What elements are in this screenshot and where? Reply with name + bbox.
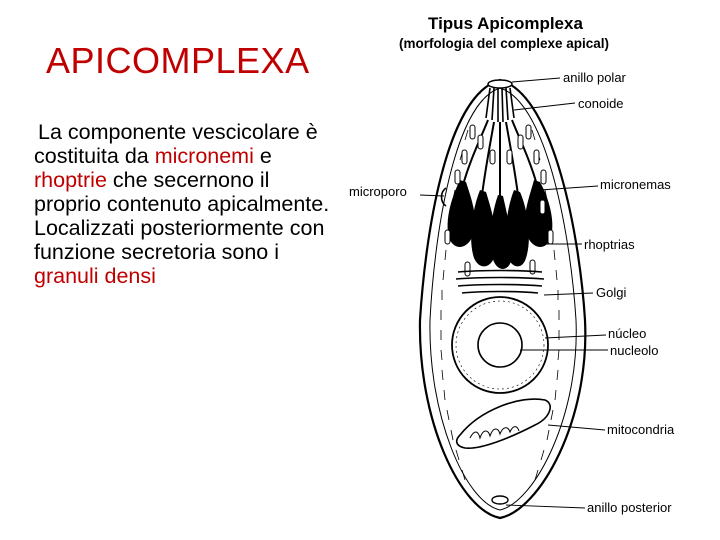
- mitochondrion: [455, 398, 551, 449]
- label-rhoptrias: rhoptrias: [584, 237, 635, 252]
- polar-ring: [487, 79, 513, 89]
- label-nucleo: núcleo: [608, 326, 647, 341]
- label-microporo: microporo: [349, 184, 407, 199]
- nucleus-inner: [455, 300, 545, 390]
- label-micronemas: micronemas: [600, 177, 671, 192]
- conoid: [485, 87, 515, 123]
- label-golgi: Golgi: [596, 285, 627, 300]
- rhoptries: [447, 180, 553, 269]
- label-conoide: conoide: [578, 96, 624, 111]
- golgi: [455, 269, 545, 294]
- nucleus: [451, 296, 549, 394]
- label-anillo-posterior: anillo posterior: [587, 500, 672, 515]
- inner-membrane: [429, 87, 577, 511]
- body-paragraph: La componente vescicolare è costituita d…: [34, 120, 334, 288]
- slide-title: APICOMPLEXA: [46, 40, 310, 81]
- text-run: La componente vescicolare è costituita d…: [34, 120, 318, 168]
- label-mitocondria: mitocondria: [607, 422, 675, 437]
- cell-membrane: [418, 78, 587, 520]
- text-run: e: [253, 144, 272, 168]
- label-nucleolo: nucleolo: [610, 343, 659, 358]
- highlight-granuli-densi: granuli densi: [34, 264, 156, 288]
- micronemes: [444, 124, 554, 277]
- highlight-micronemi: micronemi: [154, 144, 254, 168]
- text-run: che secernono il proprio contenuto apica…: [34, 168, 330, 264]
- posterior-ring: [491, 495, 509, 505]
- label-anillo-polar: anillo polar: [563, 70, 626, 85]
- diagram-subtitle: (morfologia del complexe apical): [399, 36, 610, 51]
- micropore: [440, 187, 447, 207]
- diagram-title: Tipus Apicomplexa: [428, 14, 583, 33]
- highlight-rhoptrie: rhoptrie: [34, 168, 107, 192]
- leader-lines: [419, 77, 608, 509]
- nucleolus: [477, 322, 523, 368]
